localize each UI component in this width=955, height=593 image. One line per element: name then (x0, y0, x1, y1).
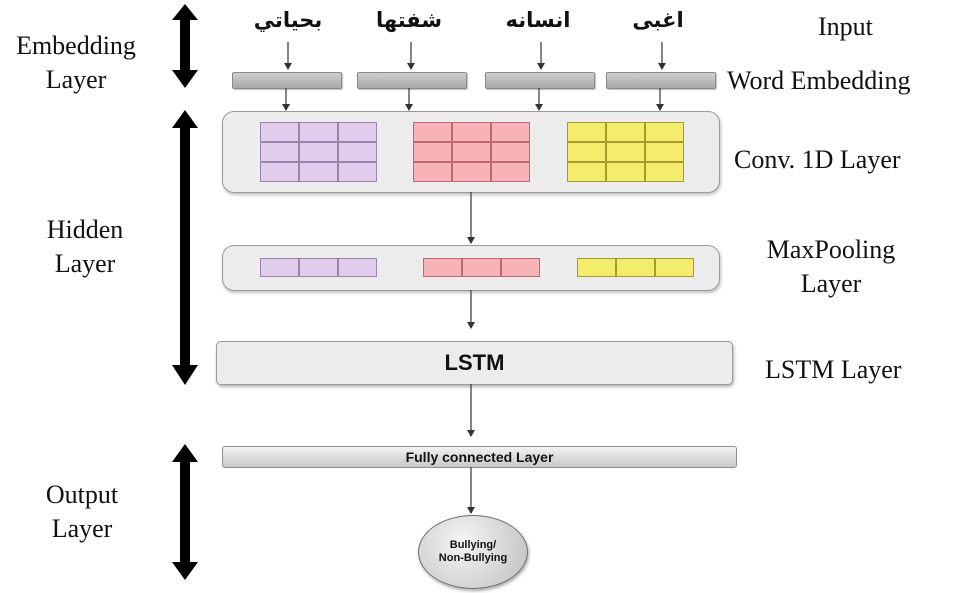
pool-cell (577, 258, 616, 277)
embedding-label-line2: Layer (45, 65, 107, 94)
word-embedding-bar-3 (485, 72, 595, 89)
hidden-label-line1: Hidden (46, 215, 124, 244)
conv-cell (299, 122, 338, 142)
maxpooling-layer-label: MaxPooling Layer (766, 233, 896, 301)
conv-filter-yellow (567, 122, 684, 182)
conv-cell (606, 142, 645, 162)
conv-cell (413, 122, 452, 142)
output-layer-label: Output Layer (0, 478, 164, 546)
embedding-label-line1: Embedding (16, 31, 136, 60)
input-label: Input (818, 12, 873, 41)
conv-cell (413, 162, 452, 182)
conv-cell (645, 122, 684, 142)
pool-cell (338, 258, 377, 277)
conv-cell (338, 162, 377, 182)
conv-cell (260, 142, 299, 162)
lstm-block: LSTM (216, 341, 733, 385)
conv-cell (413, 142, 452, 162)
maxpooling-label-line2: Layer (800, 269, 862, 298)
conv-cell (491, 122, 530, 142)
hidden-layer-label: Hidden Layer (0, 213, 170, 281)
conv-filter-pink (413, 122, 530, 182)
input-word-1: بحياتي (253, 9, 323, 32)
pool-cell (260, 258, 299, 277)
conv-cell (338, 142, 377, 162)
word-embedding-label: Word Embedding (727, 66, 911, 95)
conv-cell (645, 162, 684, 182)
conv-cell (491, 142, 530, 162)
output-node-line1: Bullying/ (449, 539, 497, 551)
hidden-span-arrow (172, 110, 198, 385)
word-embedding-bar-4 (606, 72, 716, 89)
conv-cell (260, 162, 299, 182)
output-label-line1: Output (45, 480, 119, 509)
conv-cell (606, 122, 645, 142)
hidden-label-line2: Layer (54, 249, 116, 278)
conv-cell (299, 142, 338, 162)
output-label-line2: Layer (51, 514, 113, 543)
conv-cell (606, 162, 645, 182)
conv-cell (260, 122, 299, 142)
conv-cell (338, 122, 377, 142)
fully-connected-bar: Fully connected Layer (222, 446, 737, 468)
conv-cell (452, 162, 491, 182)
word-embedding-bar-2 (357, 72, 467, 89)
pool-cell (423, 258, 462, 277)
output-node-line2: Non-Bullying (438, 552, 508, 564)
pool-cell (299, 258, 338, 277)
embedding-span-arrow (172, 4, 198, 88)
input-word-2: شفتها (375, 9, 443, 32)
lstm-layer-label: LSTM Layer (765, 355, 902, 384)
pool-cell (655, 258, 694, 277)
pool-output-purple (260, 258, 377, 277)
embedding-layer-label: Embedding Layer (0, 29, 152, 97)
conv-cell (452, 122, 491, 142)
output-node: Bullying/ Non-Bullying (418, 515, 528, 589)
pool-cell (501, 258, 540, 277)
conv-cell (299, 162, 338, 182)
input-word-3: انسانه (505, 9, 571, 32)
pool-output-pink (423, 258, 540, 277)
pool-cell (462, 258, 501, 277)
conv-cell (452, 142, 491, 162)
conv-cell (567, 122, 606, 142)
conv-cell (645, 142, 684, 162)
conv-cell (491, 162, 530, 182)
conv-filter-purple (260, 122, 377, 182)
pool-cell (616, 258, 655, 277)
pool-output-yellow (577, 258, 694, 277)
conv-cell (567, 142, 606, 162)
conv-1d-layer-label: Conv. 1D Layer (734, 145, 901, 174)
conv-cell (567, 162, 606, 182)
maxpooling-label-line1: MaxPooling (766, 235, 896, 264)
output-span-arrow (172, 444, 198, 580)
word-embedding-bar-1 (232, 72, 342, 89)
input-word-4: اغبى (632, 9, 684, 32)
